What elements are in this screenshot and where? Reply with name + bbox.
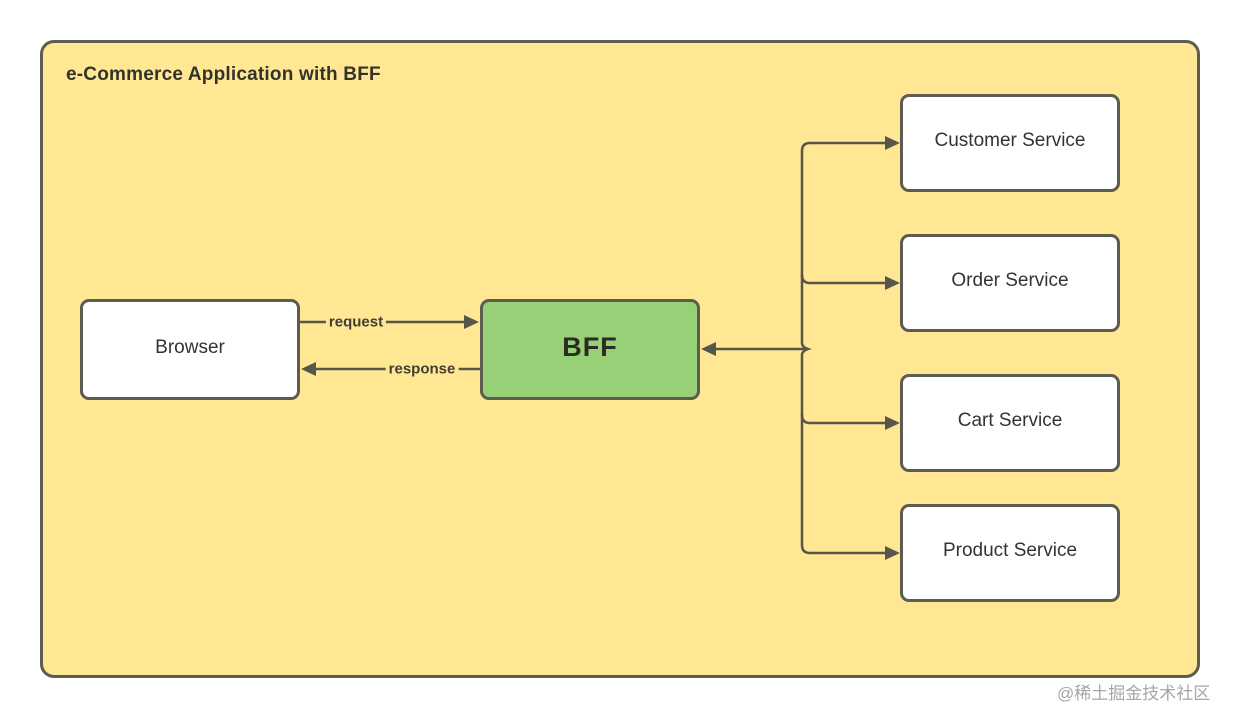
- node-cart-service: Cart Service: [900, 374, 1120, 472]
- site-watermark: @稀土掘金技术社区: [1057, 684, 1211, 703]
- node-customer-service-label: Customer Service: [934, 130, 1086, 151]
- edge-request-label: request: [325, 313, 387, 331]
- node-browser-label: Browser: [155, 336, 225, 358]
- edge-response-label: response: [385, 360, 459, 378]
- node-order-service: Order Service: [900, 234, 1120, 332]
- node-order-service-label: Order Service: [951, 270, 1069, 291]
- node-product-service: Product Service: [900, 504, 1120, 602]
- node-cart-service-label: Cart Service: [957, 410, 1063, 431]
- node-bff-label: BFF: [562, 332, 618, 362]
- node-bff: BFF: [480, 299, 700, 400]
- diagram-title: e-Commerce Application with BFF: [66, 64, 381, 85]
- node-product-service-label: Product Service: [942, 540, 1078, 561]
- node-customer-service: Customer Service: [900, 94, 1120, 192]
- node-browser: Browser: [80, 299, 300, 400]
